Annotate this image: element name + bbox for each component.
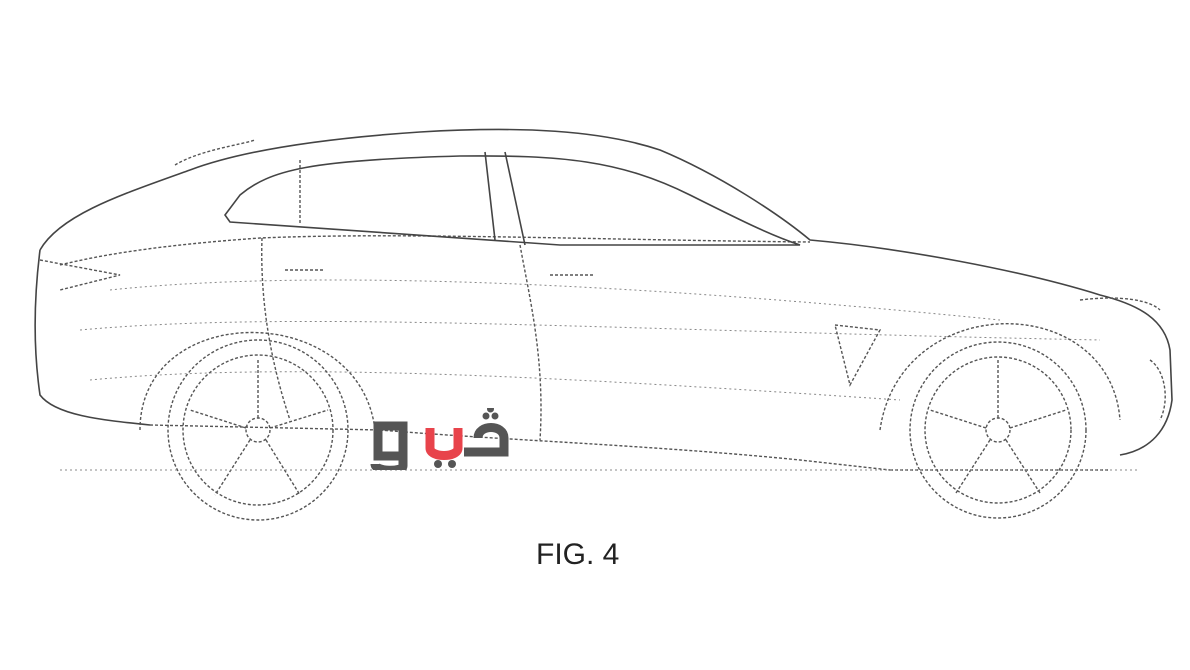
rear-wheel [139,331,376,521]
figure-caption: FIG. 4 [536,538,620,571]
watermark-logo [368,405,518,475]
car-body-outline [34,128,1173,471]
front-wheel [879,323,1121,519]
